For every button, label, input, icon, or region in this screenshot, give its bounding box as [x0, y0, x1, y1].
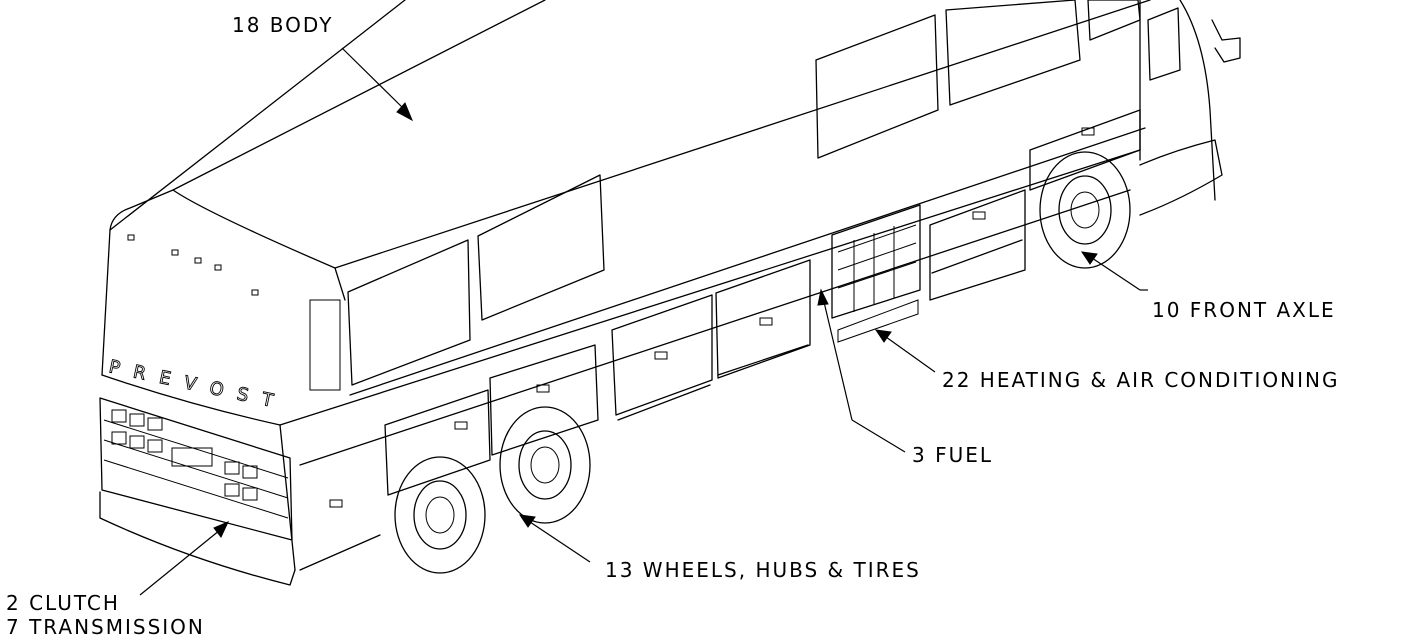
callout-wheels-label: 13 WHEELS, HUBS & TIRES — [605, 558, 921, 582]
callout-front-axle: 10 FRONT AXLE — [1080, 251, 1336, 322]
callout-fuel-label: 3 FUEL — [912, 443, 993, 467]
callout-fuel: 3 FUEL — [817, 288, 993, 467]
bus-body-outline — [101, 0, 1241, 571]
callout-body: 18 BODY — [232, 13, 413, 122]
callout-transmission-label: 7 TRANSMISSION — [6, 615, 205, 639]
callout-front-axle-label: 10 FRONT AXLE — [1152, 298, 1336, 322]
rear-face: PREVOST — [99, 234, 296, 586]
callout-clutch-transmission: 2 CLUTCH 7 TRANSMISSION — [6, 521, 230, 639]
callout-body-label: 18 BODY — [232, 13, 333, 37]
side-windows — [309, 0, 1181, 391]
front-wheel — [1039, 151, 1131, 269]
callout-heating-label: 22 HEATING & AIR CONDITIONING — [942, 368, 1339, 392]
ac-condenser-grille — [831, 204, 921, 343]
baggage-doors — [329, 109, 1141, 508]
callout-heating: 22 HEATING & AIR CONDITIONING — [874, 329, 1339, 392]
rear-wheel-inner — [499, 406, 591, 524]
callout-wheels: 13 WHEELS, HUBS & TIRES — [518, 514, 921, 582]
rear-wheel-outer — [394, 456, 486, 574]
callout-clutch-label: 2 CLUTCH — [6, 591, 120, 615]
